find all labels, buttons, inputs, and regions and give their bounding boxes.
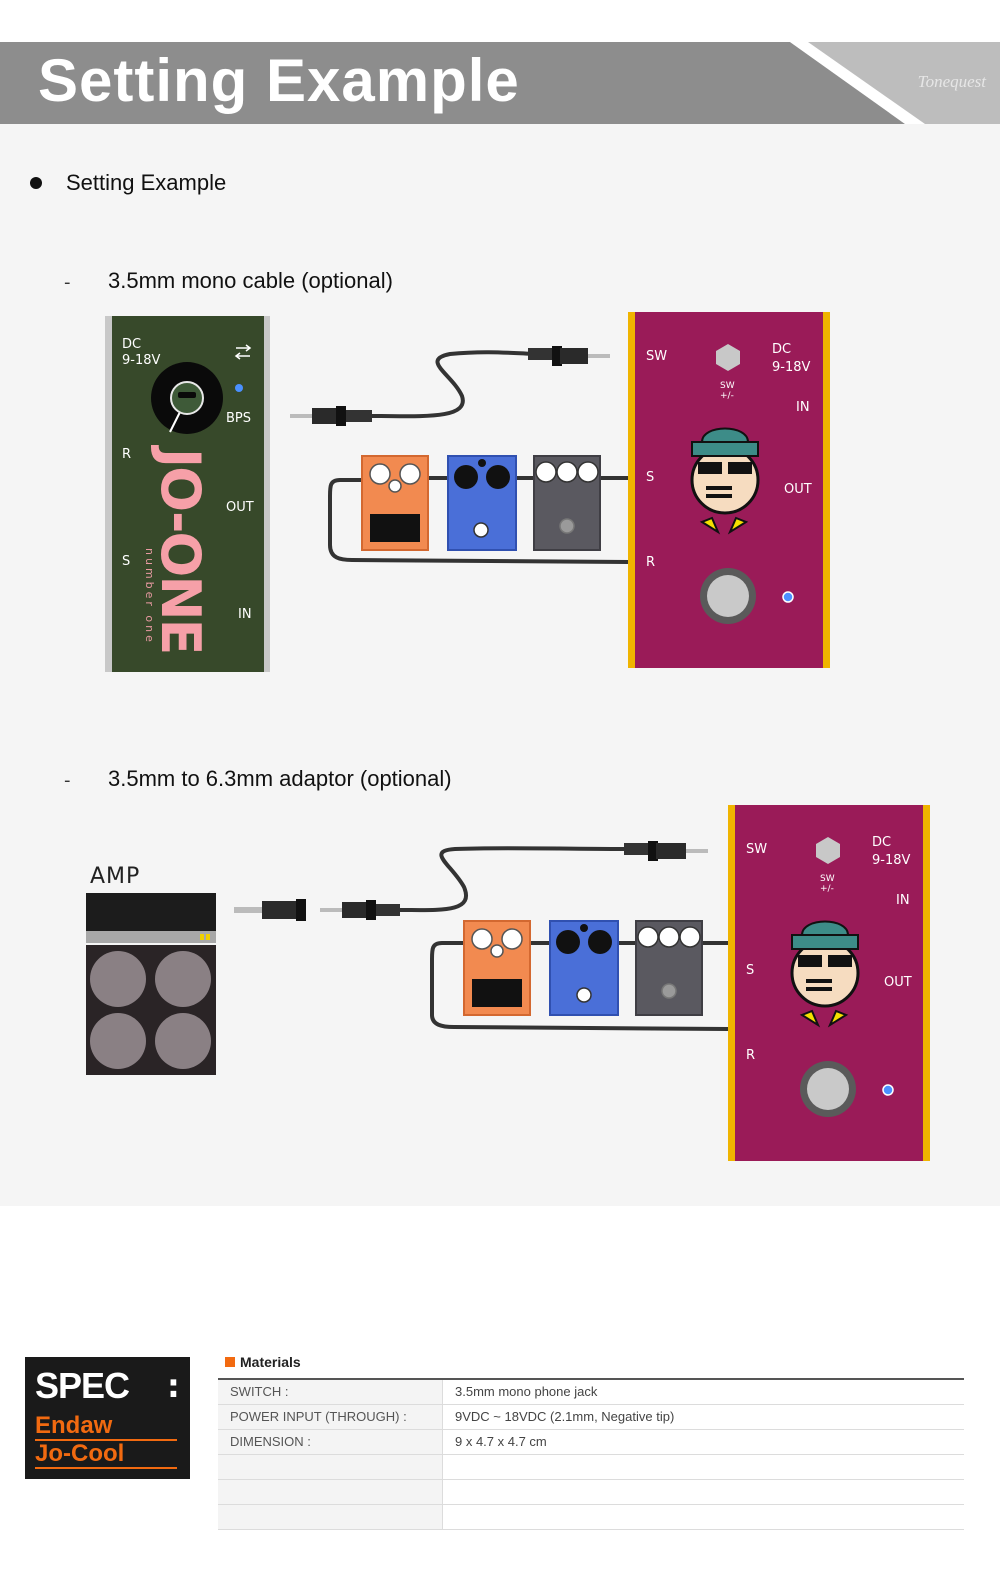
jo-cool-r: R	[746, 1048, 755, 1063]
jo-one-r: R	[122, 447, 131, 462]
jo-one-s: S	[122, 554, 130, 569]
jo-one-led	[235, 384, 243, 392]
jo-cool-sw: SW	[646, 349, 667, 364]
jo-cool-s: S	[746, 963, 754, 978]
mono-cable	[290, 346, 610, 426]
jo-cool-led	[782, 591, 794, 603]
jo-cool-pedal: SW SW +/- DC 9-18V IN S OUT R	[728, 805, 930, 1161]
jo-cool-sw-small: SW	[720, 381, 735, 391]
jo-cool-pedal: SW SW +/- DC 9-18V IN S OUT R	[628, 312, 830, 668]
section-heading: Setting Example	[66, 170, 227, 195]
spec-colon: :	[167, 1367, 180, 1405]
spec-line-1: Endaw	[35, 1413, 177, 1441]
amp-label: AMP	[90, 864, 140, 889]
jo-cool-led	[882, 1084, 894, 1096]
spec-badge: SPEC : Endaw Jo-Cool	[25, 1357, 190, 1479]
jo-cool-dc: DC	[772, 342, 791, 357]
spec-value	[442, 1454, 964, 1480]
example-2-dash: -	[64, 770, 71, 791]
jo-cool-sw-pm: +/-	[720, 391, 734, 401]
jo-one-dc: DC	[122, 337, 141, 352]
gray-pedal	[635, 920, 703, 1016]
spec-value	[442, 1504, 964, 1530]
jo-one-subname: number one	[143, 548, 156, 645]
switch-nut-icon[interactable]	[716, 344, 740, 371]
materials-square-icon	[225, 1357, 235, 1367]
spec-value: 9VDC ~ 18VDC (2.1mm, Negative tip)	[442, 1404, 964, 1430]
jo-cool-voltage: 9-18V	[872, 853, 911, 868]
blue-pedal	[447, 455, 517, 551]
jo-cool-dc: DC	[872, 835, 891, 850]
spec-table: SWITCH : 3.5mm mono phone jack POWER INP…	[218, 1378, 964, 1530]
spec-value	[442, 1479, 964, 1505]
spec-key	[218, 1454, 443, 1480]
setting-diagram-1: DC 9-18V BPS R OUT S IN JO-ONE number on…	[105, 312, 830, 672]
page-header: Setting Example Tonequest	[0, 42, 1000, 124]
header-stripe	[790, 42, 1000, 124]
jo-one-voltage: 9-18V	[122, 353, 161, 368]
spec-key	[218, 1479, 443, 1505]
page-title: Setting Example	[38, 47, 520, 114]
jo-cool-sw-pm: +/-	[820, 884, 834, 894]
table-row	[218, 1479, 964, 1505]
table-row: DIMENSION : 9 x 4.7 x 4.7 cm	[218, 1429, 964, 1455]
table-row	[218, 1504, 964, 1530]
jo-cool-r: R	[646, 555, 655, 570]
setting-diagram-2: AMP	[86, 805, 930, 1161]
jo-cool-voltage: 9-18V	[772, 360, 811, 375]
blue-pedal	[549, 920, 619, 1016]
table-row	[218, 1454, 964, 1480]
switch-nut-icon[interactable]	[816, 837, 840, 864]
table-row: SWITCH : 3.5mm mono phone jack	[218, 1378, 964, 1405]
adaptor-cable	[234, 841, 708, 921]
spec-value: 3.5mm mono phone jack	[442, 1378, 964, 1405]
materials-heading: Materials	[240, 1354, 301, 1370]
example-1-dash: -	[64, 272, 71, 293]
gray-pedal	[533, 455, 601, 551]
jo-cool-in: IN	[796, 400, 810, 415]
swap-arrows-icon	[234, 344, 252, 360]
jo-one-bps: BPS	[226, 411, 251, 426]
brand-logo: Tonequest	[917, 72, 986, 91]
orange-pedal	[361, 455, 429, 551]
jo-one-in: IN	[238, 607, 252, 622]
jo-cool-in: IN	[896, 893, 910, 908]
jo-one-pedal: DC 9-18V BPS R OUT S IN JO-ONE number on…	[105, 316, 270, 672]
jo-cool-out: OUT	[884, 975, 912, 990]
jo-cool-s: S	[646, 470, 654, 485]
spec-title: SPEC	[35, 1365, 130, 1406]
table-row: POWER INPUT (THROUGH) : 9VDC ~ 18VDC (2.…	[218, 1404, 964, 1430]
example-1-label: 3.5mm mono cable (optional)	[108, 268, 393, 293]
spec-key: POWER INPUT (THROUGH) :	[218, 1404, 443, 1430]
jo-one-name: JO-ONE	[149, 444, 212, 653]
jo-cool-sw: SW	[746, 842, 767, 857]
spec-key: DIMENSION :	[218, 1429, 443, 1455]
spec-key: SWITCH :	[218, 1378, 443, 1405]
example-2-label: 3.5mm to 6.3mm adaptor (optional)	[108, 766, 452, 791]
character-face-icon	[690, 427, 760, 535]
bullet-icon	[30, 177, 42, 189]
amp: AMP	[86, 864, 216, 1075]
spec-value: 9 x 4.7 x 4.7 cm	[442, 1429, 964, 1455]
jo-cool-sw-small: SW	[820, 874, 835, 884]
character-face-icon	[790, 920, 860, 1028]
orange-pedal	[463, 920, 531, 1016]
jo-one-out: OUT	[226, 500, 254, 515]
jo-cool-out: OUT	[784, 482, 812, 497]
spec-key	[218, 1504, 443, 1530]
spec-line-2: Jo-Cool	[35, 1441, 177, 1469]
